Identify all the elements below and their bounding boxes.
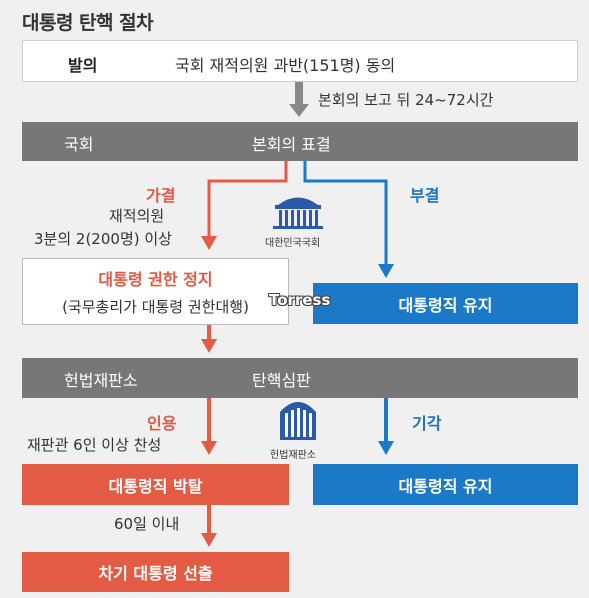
assembly-label: 국회 bbox=[64, 135, 94, 154]
removal-label: 대통령직 박탈 bbox=[108, 476, 203, 496]
next-election-box: 차기 대통령 선출 bbox=[22, 552, 289, 592]
impeachment-trial-label: 탄핵심판 bbox=[252, 371, 311, 390]
national-assembly-logo-label: 대한민국국회 bbox=[265, 238, 321, 249]
blue-arrow-reject bbox=[303, 161, 394, 278]
red-arrow-to-court bbox=[201, 325, 217, 353]
accept-condition: 재판관 6인 이상 찬성 bbox=[27, 436, 162, 454]
motion-box: 발의 국회 재적의원 과반(151명) 동의 bbox=[22, 40, 578, 82]
maintain-office-box-2: 대통령직 유지 bbox=[313, 464, 578, 505]
motion-label: 발의 bbox=[68, 56, 98, 75]
pass-label: 가결 bbox=[146, 186, 176, 205]
constitutional-court-icon bbox=[280, 402, 316, 440]
red-arrow-accept bbox=[201, 398, 217, 455]
plenary-vote-label: 본회의 표결 bbox=[252, 135, 331, 154]
suspension-title: 대통령 권한 정지 bbox=[98, 270, 213, 289]
within-days-note: 60일 이내 bbox=[114, 515, 180, 533]
assembly-bar: 국회 본회의 표결 bbox=[22, 122, 578, 161]
pass-condition-1: 재적의원 bbox=[109, 207, 165, 225]
report-note: 본회의 보고 뒤 24~72시간 bbox=[318, 91, 494, 109]
dismiss-label: 기각 bbox=[412, 414, 442, 433]
accept-label: 인용 bbox=[147, 414, 177, 433]
constitutional-court-logo-label: 헌법재판소 bbox=[270, 450, 316, 461]
court-bar: 헌법재판소 탄핵심판 bbox=[22, 358, 578, 398]
watermark: Torress bbox=[269, 291, 331, 309]
reject-label: 부결 bbox=[410, 186, 440, 205]
national-assembly-icon bbox=[273, 197, 323, 229]
maintain-office-label-1: 대통령직 유지 bbox=[398, 295, 493, 315]
court-label: 헌법재판소 bbox=[64, 371, 138, 390]
suspension-subtitle: (국무총리가 대통령 권한대행) bbox=[62, 298, 249, 316]
blue-arrow-dismiss bbox=[378, 398, 394, 455]
gray-arrow bbox=[289, 82, 309, 117]
pass-condition-2: 3분의 2(200명) 이상 bbox=[34, 230, 172, 248]
removal-box: 대통령직 박탈 bbox=[22, 464, 289, 505]
maintain-office-label-2: 대통령직 유지 bbox=[398, 476, 493, 496]
next-election-label: 차기 대통령 선출 bbox=[98, 564, 213, 583]
red-arrow-pass bbox=[201, 161, 288, 250]
motion-text: 국회 재적의원 과반(151명) 동의 bbox=[175, 56, 396, 75]
diagram-title: 대통령 탄핵 절차 bbox=[22, 12, 154, 34]
red-arrow-election bbox=[201, 505, 217, 547]
maintain-office-box-1: 대통령직 유지 bbox=[313, 283, 578, 324]
suspension-box: 대통령 권한 정지 (국무총리가 대통령 권한대행) bbox=[22, 258, 289, 325]
